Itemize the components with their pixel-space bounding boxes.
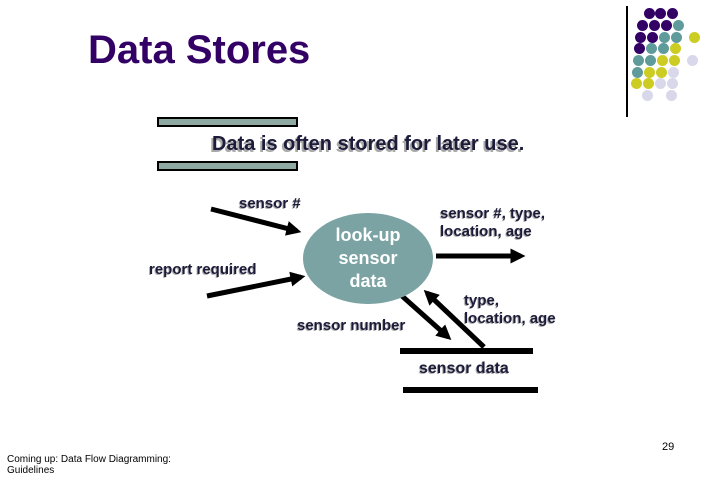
decoration-dot	[643, 66, 655, 78]
decoration-dot	[642, 77, 654, 89]
decoration-dot	[634, 31, 646, 43]
process-label-line2: sensor	[338, 248, 398, 268]
decoration-dot	[633, 42, 645, 54]
decoration-dot	[665, 89, 677, 101]
decoration-vertical-line	[626, 6, 628, 117]
decoration-dot	[656, 54, 668, 66]
decoration-dot	[654, 77, 666, 89]
process-label-line3: data	[349, 271, 387, 291]
decoration-dot	[666, 7, 678, 19]
decoration-dot	[645, 42, 657, 54]
flow-label-read-line1: type,	[464, 292, 500, 309]
decoration-dot	[666, 77, 678, 89]
datastore2-top-bar	[400, 348, 533, 354]
datastore2-name: sensor data	[419, 360, 509, 377]
process-bubble: look-up sensor data	[303, 213, 433, 304]
decoration-dot	[688, 31, 700, 43]
flow-label-sensor-number-in: sensor #	[239, 195, 301, 212]
decoration-dot	[641, 89, 653, 101]
decoration-dot	[646, 31, 658, 43]
decoration-dot	[658, 31, 670, 43]
arrow-report-required	[206, 271, 306, 299]
statement-text: Data is often stored for later use.	[212, 133, 525, 155]
decoration-dot	[670, 31, 682, 43]
decoration-dot	[686, 54, 698, 66]
footer-line2: Guidelines	[7, 465, 55, 476]
flow-label-output-line1: sensor #, type,	[440, 205, 546, 222]
decoration-dot	[643, 7, 655, 19]
page-number: 29	[662, 441, 675, 453]
process-label-line1: look-up	[335, 225, 401, 245]
decoration-dot	[631, 66, 643, 78]
decoration-dot	[644, 54, 656, 66]
decoration-dot	[667, 66, 679, 78]
flow-label-write: sensor number	[297, 317, 406, 334]
decoration-dot	[636, 19, 648, 31]
decoration-dot	[655, 66, 667, 78]
datastore-symbol-top-bar	[157, 117, 298, 127]
decoration-dot	[668, 54, 680, 66]
decoration-dot	[669, 42, 681, 54]
flow-label-output: sensor #, type, location, age	[440, 205, 545, 241]
decoration-dot	[648, 19, 660, 31]
decoration-dot	[660, 19, 672, 31]
decoration-dot	[672, 19, 684, 31]
decoration-dot	[654, 7, 666, 19]
flow-label-read-line2: location, age	[464, 310, 556, 327]
slide-title: Data Stores	[88, 28, 311, 72]
datastore-symbol-bottom-bar	[157, 161, 298, 171]
arrow-store-write	[400, 294, 452, 340]
decoration-dot	[630, 77, 642, 89]
flow-label-report-required: report required	[149, 261, 257, 278]
footer-line1: Coming up: Data Flow Diagramming:	[7, 454, 171, 465]
flow-label-output-line2: location, age	[440, 223, 532, 240]
decoration-dot	[657, 42, 669, 54]
decoration-dot	[632, 54, 644, 66]
flow-label-read: type, location, age	[464, 292, 556, 328]
footer-note: Coming up: Data Flow Diagramming: Guidel…	[7, 454, 171, 476]
datastore2-bottom-bar	[403, 387, 538, 393]
